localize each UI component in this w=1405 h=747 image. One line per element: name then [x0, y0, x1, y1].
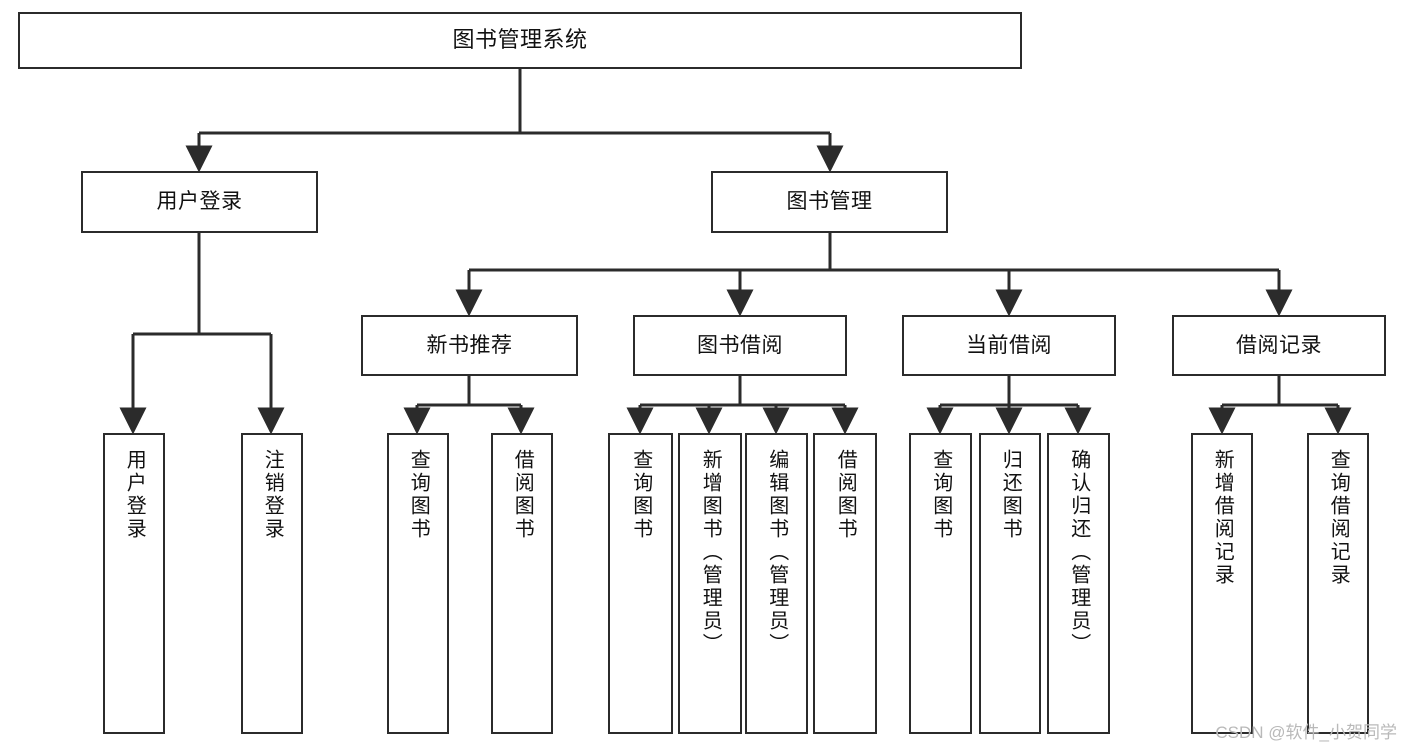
node-book-borrow-label: 图书借阅	[697, 333, 783, 357]
leaf-current-borrow-confirm-label: 确认归还（管理员）	[1067, 449, 1090, 656]
node-book-manage[interactable]: 图书管理	[711, 171, 948, 233]
node-book-manage-label: 图书管理	[786, 190, 873, 214]
leaf-user-login-signin-label: 用户登录	[123, 449, 146, 541]
leaf-current-borrow-query[interactable]: 查询图书	[909, 433, 972, 734]
leaf-current-borrow-confirm[interactable]: 确认归还（管理员）	[1047, 433, 1110, 734]
leaf-book-borrow-query-label: 查询图书	[629, 449, 652, 541]
leaf-book-borrow-lend[interactable]: 借阅图书	[813, 433, 877, 734]
leaf-book-borrow-add[interactable]: 新增图书（管理员）	[678, 433, 742, 734]
node-root-label: 图书管理系统	[452, 27, 588, 53]
node-current-borrow-label: 当前借阅	[966, 333, 1052, 357]
csdn-watermark: CSDN @软件_小贺同学	[1215, 723, 1397, 742]
leaf-book-borrow-add-label: 新增图书（管理员）	[699, 449, 722, 656]
leaf-borrow-record-add[interactable]: 新增借阅记录	[1191, 433, 1253, 734]
leaf-new-book-borrow[interactable]: 借阅图书	[491, 433, 553, 734]
node-borrow-record-label: 借阅记录	[1236, 333, 1322, 357]
node-user-login[interactable]: 用户登录	[81, 171, 318, 233]
leaf-borrow-record-add-label: 新增借阅记录	[1211, 449, 1234, 587]
node-borrow-record[interactable]: 借阅记录	[1172, 315, 1386, 376]
leaf-new-book-borrow-label: 借阅图书	[511, 449, 534, 541]
node-current-borrow[interactable]: 当前借阅	[902, 315, 1116, 376]
leaf-book-borrow-lend-label: 借阅图书	[834, 449, 857, 541]
leaf-book-borrow-query[interactable]: 查询图书	[608, 433, 673, 734]
node-root[interactable]: 图书管理系统	[18, 12, 1022, 69]
leaf-user-login-signout-label: 注销登录	[261, 449, 284, 541]
leaf-borrow-record-query-label: 查询借阅记录	[1327, 449, 1350, 587]
leaf-book-borrow-edit-label: 编辑图书（管理员）	[765, 449, 788, 656]
node-new-book-recommend-label: 新书推荐	[426, 333, 513, 357]
leaf-new-book-query-label: 查询图书	[407, 449, 430, 541]
leaf-current-borrow-return-label: 归还图书	[999, 449, 1022, 541]
leaf-borrow-record-query[interactable]: 查询借阅记录	[1307, 433, 1369, 734]
node-book-borrow[interactable]: 图书借阅	[633, 315, 847, 376]
node-new-book-recommend[interactable]: 新书推荐	[361, 315, 578, 376]
leaf-user-login-signin[interactable]: 用户登录	[103, 433, 165, 734]
leaf-current-borrow-return[interactable]: 归还图书	[979, 433, 1041, 734]
leaf-new-book-query[interactable]: 查询图书	[387, 433, 449, 734]
leaf-current-borrow-query-label: 查询图书	[929, 449, 952, 541]
node-user-login-label: 用户登录	[156, 190, 243, 214]
leaf-book-borrow-edit[interactable]: 编辑图书（管理员）	[745, 433, 808, 734]
leaf-user-login-signout[interactable]: 注销登录	[241, 433, 303, 734]
